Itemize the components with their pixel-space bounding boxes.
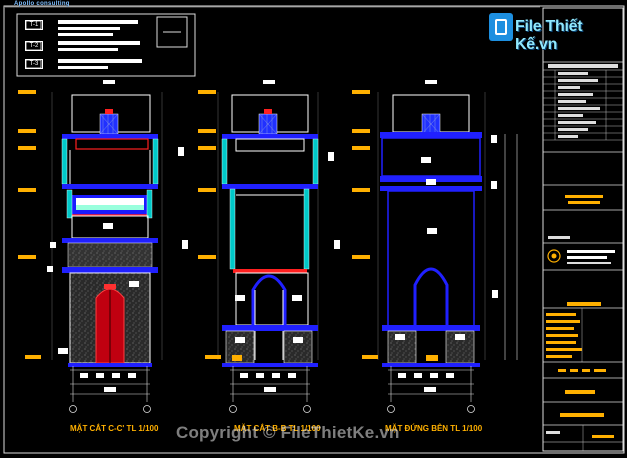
legend-code-t2: T-2 [25, 41, 43, 51]
section-bb-caption: MẶT CẮT B-B TL 1/100 [234, 424, 321, 433]
elevation-caption: MẶT ĐỨNG BÊN TL 1/100 [385, 424, 483, 433]
legend-table [16, 13, 196, 77]
drawing-frame [3, 5, 625, 454]
watermark-logo-text: File Thiết Kế.vn [515, 18, 583, 53]
watermark-copyright: Copyright © FileThietKe.vn [176, 423, 400, 442]
title-block [542, 7, 624, 452]
watermark-logo: File Thiết Kế.vn [489, 12, 597, 53]
legend-code-t1: T-1 [25, 20, 43, 30]
section-bb-drawing[interactable] [198, 80, 340, 413]
company-seal-icon [547, 249, 561, 263]
section-cc-drawing[interactable] [18, 80, 188, 413]
section-cc-caption: MẶT CẮT C-C' TL 1/100 [70, 424, 159, 433]
firm-name-label: ApoIIo consulting [14, 1, 70, 7]
side-elevation-drawing[interactable] [352, 80, 518, 413]
file-icon [489, 13, 513, 41]
legend-code-t3: T-3 [25, 59, 43, 69]
